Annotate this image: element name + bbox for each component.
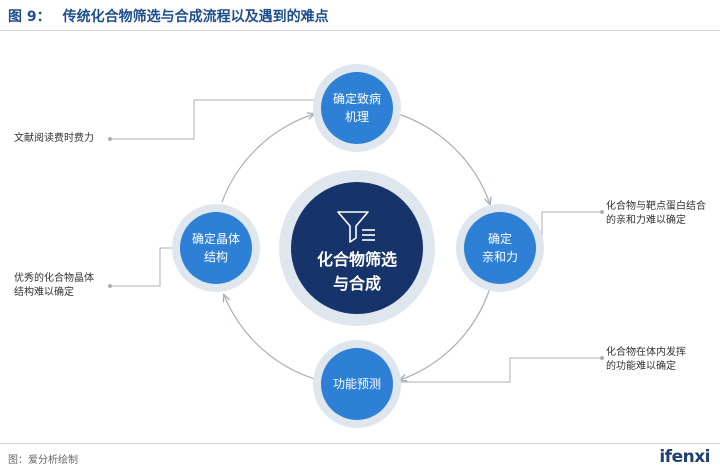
node-left-line2: 结构 [203,250,229,264]
arc-right-to-bottom [400,287,491,380]
node-left-label: 确定晶体 结构 [192,230,240,266]
figure-title: 图 9： 传统化合物筛选与合成流程以及遇到的难点 [8,6,329,26]
figure-title-text: 传统化合物筛选与合成流程以及遇到的难点 [62,9,329,25]
leader-bottom-dot [600,356,604,360]
leader-right-dot [600,210,604,214]
node-top-line1: 确定致病 [332,92,382,106]
note-top-line1: 文献阅读费时费力 [14,133,94,144]
note-left-line2: 结构难以确定 [14,287,74,298]
center-hub [291,182,423,314]
figure-number: 图 9： [8,9,51,25]
node-bottom-label: 功能预测 [333,375,381,393]
note-right-line1: 化合物与靶点蛋白结合 [606,201,706,212]
note-bottom-line1: 化合物在体内发挥 [606,347,686,358]
note-right-line2: 的亲和力难以确定 [606,215,686,226]
title-divider [0,30,720,31]
note-top: 文献阅读费时费力 [14,132,94,146]
leader-top-dot [108,137,112,141]
center-line2: 与合成 [332,274,382,293]
node-right [464,212,536,284]
node-bottom-line1: 功能预测 [332,377,382,391]
note-bottom-line2: 的功能难以确定 [606,361,676,372]
note-bottom: 化合物在体内发挥 的功能难以确定 [606,346,686,374]
leader-top [112,99,320,140]
arc-left-to-top [221,114,314,203]
note-right: 化合物与靶点蛋白结合 的亲和力难以确定 [606,200,706,228]
footer-divider [0,443,720,444]
arc-top-to-right [397,113,490,204]
node-right-line1: 确定 [487,232,513,246]
node-right-label: 确定 亲和力 [482,230,518,266]
node-left-line1: 确定晶体 [191,232,241,246]
leader-left [112,247,176,287]
center-line1: 化合物筛选 [316,250,398,269]
node-top-line2: 机理 [344,110,370,124]
leader-bottom [400,357,600,383]
node-right-line2: 亲和力 [481,250,519,264]
brand-logo: ifenxi [659,447,710,467]
note-left: 优秀的化合物晶体 结构难以确定 [14,272,94,300]
note-left-line1: 优秀的化合物晶体 [14,273,94,284]
node-top-label: 确定致病 机理 [333,90,381,126]
funnel-filter-icon [337,211,375,243]
node-left [180,212,252,284]
center-label: 化合物筛选 与合成 [317,248,397,296]
node-bottom [321,348,393,420]
source-note: 图：爱分析绘制 [8,455,78,466]
leader-left-dot [108,284,112,288]
arc-bottom-to-left [224,295,319,381]
node-top [321,72,393,144]
